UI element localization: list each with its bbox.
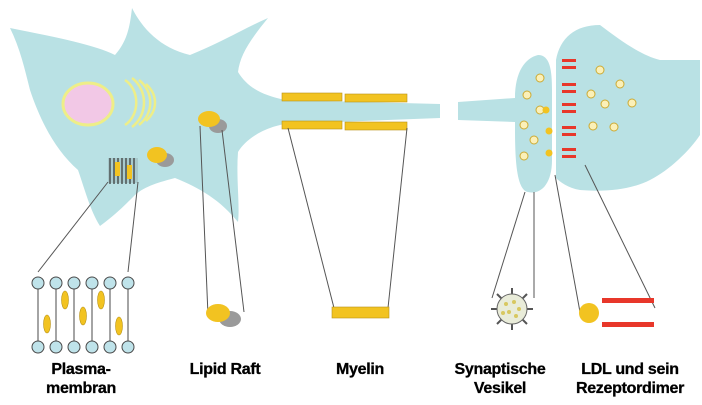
neuron: [10, 8, 440, 226]
postsynaptic-terminal: [556, 25, 700, 191]
myelin-inset: [332, 307, 389, 318]
presynaptic-terminal: [458, 55, 553, 193]
label-lipid-raft: Lipid Raft: [170, 360, 280, 379]
nucleus: [63, 83, 113, 125]
membrane-patch: [108, 158, 138, 184]
receptor-strand: [602, 298, 654, 303]
label-ldl-receptor: LDL und sein Rezeptordimer: [560, 360, 700, 398]
receptor-strand: [602, 322, 654, 327]
label-synaptic-vesicle: Synaptische Vesikel: [445, 360, 555, 398]
lipid-raft-inset: [206, 304, 241, 327]
label-plasma-membrane: Plasma- membran: [22, 360, 140, 398]
dendrite: [556, 25, 700, 191]
label-myelin: Myelin: [320, 360, 400, 379]
ldl-receptor-inset: [579, 298, 654, 327]
synaptic-vesicle-inset: [491, 288, 533, 330]
plasma-membrane-inset: [32, 277, 134, 353]
ldl-particle: [579, 303, 599, 323]
